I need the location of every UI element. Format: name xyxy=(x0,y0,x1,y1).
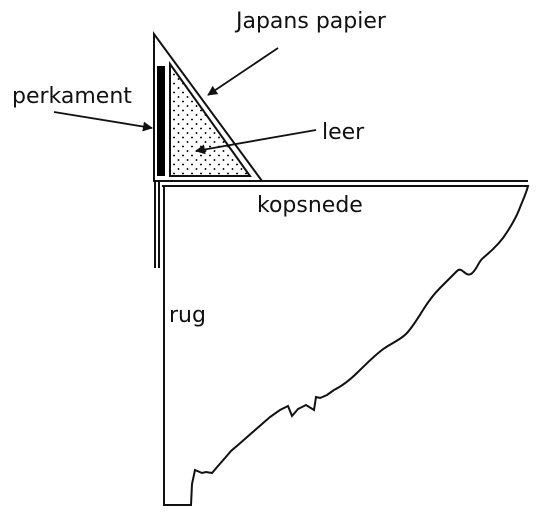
arrow-japans-papier xyxy=(207,47,279,96)
leer-shape xyxy=(169,60,252,177)
label-leer: leer xyxy=(322,120,365,145)
label-kopsnede: kopsnede xyxy=(257,193,363,218)
label-japans-papier: Japans papier xyxy=(234,9,387,34)
label-rug: rug xyxy=(169,303,206,328)
arrow-perkament xyxy=(53,111,153,132)
label-perkament: perkament xyxy=(12,84,132,109)
book-block-outline xyxy=(162,185,530,506)
perkament-strip xyxy=(157,66,165,176)
arrow-leer xyxy=(195,129,317,155)
rug-edge-line xyxy=(154,181,160,268)
